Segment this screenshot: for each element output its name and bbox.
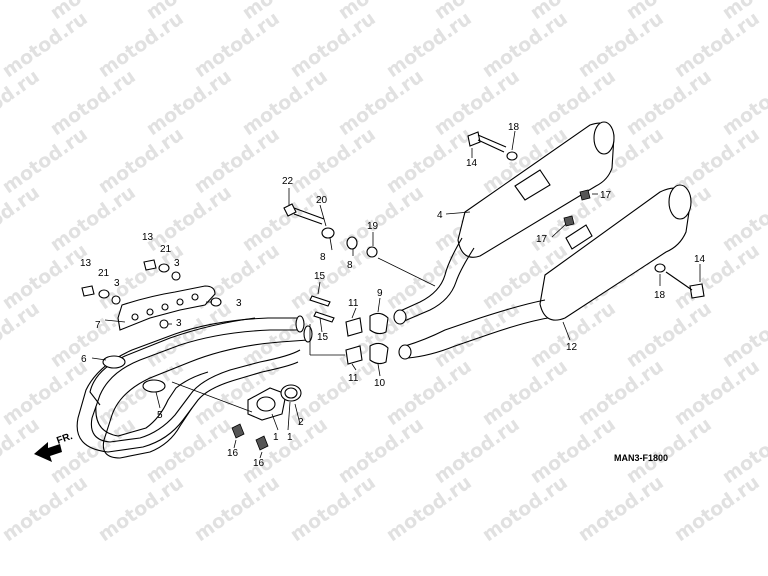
callout-3: 3 [114,278,120,289]
watermark-text: motod.ru [574,355,667,430]
callout-15: 15 [314,271,326,282]
callout-1: 1 [273,432,279,443]
callout-8: 8 [320,252,326,263]
callout-22: 22 [282,176,294,187]
watermark-text: motod.ru [94,123,187,198]
watermark-text: motod.ru [670,471,763,546]
watermark-text: motod.ru [0,123,92,198]
callout-5: 5 [157,410,163,421]
watermark-text: motod.ru [142,413,235,488]
watermark-text: motod.ru [190,7,283,82]
callout-17: 17 [600,190,612,201]
watermark-text: motod.ru [382,123,475,198]
watermark-text: motod.ru [622,65,715,140]
callout-18: 18 [654,290,666,301]
callout-18: 18 [508,122,520,133]
callout-1: 1 [287,432,293,443]
callout-6: 6 [81,354,87,365]
watermark-text: motod.ru [670,239,763,314]
callout-11: 11 [348,373,359,384]
watermark-text: motod.ru [574,7,667,82]
callout-14: 14 [466,158,478,169]
callout-10: 10 [374,378,386,389]
callout-2: 2 [298,417,304,428]
watermark-text: motod.ru [94,471,187,546]
watermark-text: motod.ru [142,65,235,140]
watermark-text: motod.ru [238,413,331,488]
callout-16: 16 [253,458,265,469]
watermark-text: motod.ru [190,471,283,546]
callout-3: 3 [176,318,182,329]
watermark-text: motod.ru [0,0,44,24]
watermark-text: motod.ru [0,239,92,314]
watermark-text: motod.ru [622,413,715,488]
watermark-text: motod.ru [0,471,92,546]
callout-8: 8 [347,260,353,271]
callout-11: 11 [348,298,359,309]
watermark-text: motod.ru [286,7,379,82]
callout-13: 13 [80,258,92,269]
watermark-text: motod.ru [382,471,475,546]
callout-17: 17 [536,234,548,245]
watermark-text: motod.ru [478,7,571,82]
exhaust-header-pipes [76,315,313,459]
callout-13: 13 [142,232,154,243]
watermark-text: motod.ru [622,297,715,372]
watermark-text: motod.ru [526,413,619,488]
leader-lines [91,130,701,459]
watermark-text: motod.ru [46,181,139,256]
watermark-text: motod.ru [382,7,475,82]
callout-3: 3 [174,258,180,269]
callout-16: 16 [227,448,239,459]
watermark-text: motod.ru [190,123,283,198]
watermark-text: motod.ru [238,65,331,140]
callout-14: 14 [694,254,706,265]
watermark-text: motod.ru [94,7,187,82]
watermark-text: motod.ru [142,181,235,256]
callout-labels: 1 1 2 3 3 3 3 4 5 6 7 8 8 9 10 11 11 12 … [80,122,706,469]
watermark-text: motod.ru [478,471,571,546]
callout-3: 3 [236,298,242,309]
heat-protector [117,285,216,331]
watermark-text: motod.ru [286,123,379,198]
watermark-text: motod.ru [238,181,331,256]
callout-21: 21 [98,268,110,279]
watermark-text: motod.ru [286,239,379,314]
silencer-upper [393,121,615,325]
callout-9: 9 [377,288,383,299]
watermark-text: motod.ru [334,413,427,488]
watermark-text: motod.ru [382,355,475,430]
watermark-text: motod.ru [0,7,92,82]
watermark-text: motod.ru [670,355,763,430]
callout-20: 20 [316,195,328,206]
watermark-text: motod.ru [478,355,571,430]
front-label: FR. [55,431,74,447]
callout-19: 19 [367,221,379,232]
watermark-text: motod.ru [670,7,763,82]
front-direction-arrow: FR. [34,431,74,462]
watermark-text: motod.ru [574,471,667,546]
silencer-lower [398,184,692,360]
callout-4: 4 [437,210,443,221]
watermark-text: motod.ru [334,65,427,140]
small-parts [81,131,705,451]
callout-7: 7 [95,320,101,331]
diagram-code: MAN3-F1800 [614,453,668,463]
callout-21: 21 [160,244,172,255]
callout-12: 12 [566,342,578,353]
watermark-text: motod.ru [286,471,379,546]
watermark-text: motod.ru [46,65,139,140]
callout-15: 15 [317,332,329,343]
watermark-text: motod.ru [430,413,523,488]
